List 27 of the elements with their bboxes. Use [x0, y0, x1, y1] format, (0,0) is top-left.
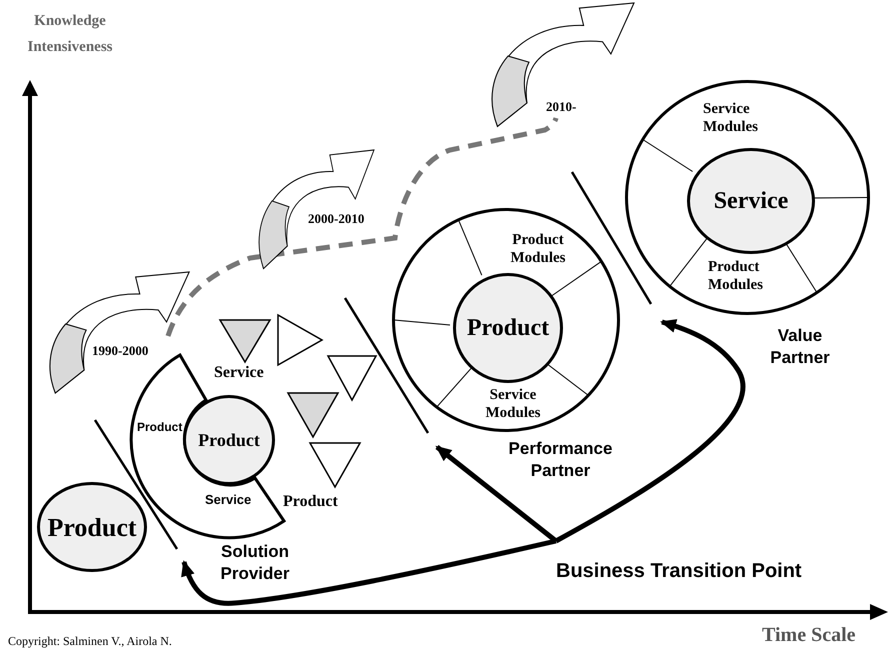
arrow	[435, 445, 558, 543]
arrow	[554, 319, 746, 544]
point-label: Business Transition Point	[556, 559, 803, 583]
module-ring	[625, 80, 870, 315]
copyright-note: Copyright: Salminen V., Airola N.	[8, 633, 173, 650]
triangle-label: Product	[283, 492, 339, 512]
period-label: 2010-	[546, 98, 578, 116]
axis-label: Knowledge Intensiveness	[26, 12, 114, 57]
role-caption: Performance Partner	[508, 438, 614, 482]
circle-label: Product	[47, 512, 137, 544]
axis-label: Time Scale	[762, 623, 857, 648]
ring-label: Product Modules	[708, 258, 764, 294]
circle-label: Service	[714, 187, 788, 216]
module-ring	[392, 208, 620, 432]
triangle-label: Service	[214, 363, 265, 383]
role-caption: Value Partner	[769, 325, 831, 369]
ring-label: Service Modules	[703, 100, 760, 136]
period-label: 2000-2010	[308, 210, 366, 228]
ring-label: Product Modules	[509, 231, 566, 267]
segment-label: Service	[205, 492, 252, 507]
circle-label: Product	[198, 428, 260, 452]
period-label: 1990-2000	[92, 342, 150, 360]
ring-label: Service Modules	[484, 386, 542, 422]
role-caption: Solution Provider	[220, 541, 290, 585]
circle-label: Product	[466, 314, 550, 343]
arrow	[182, 538, 557, 606]
segment-label: Product	[137, 420, 184, 435]
